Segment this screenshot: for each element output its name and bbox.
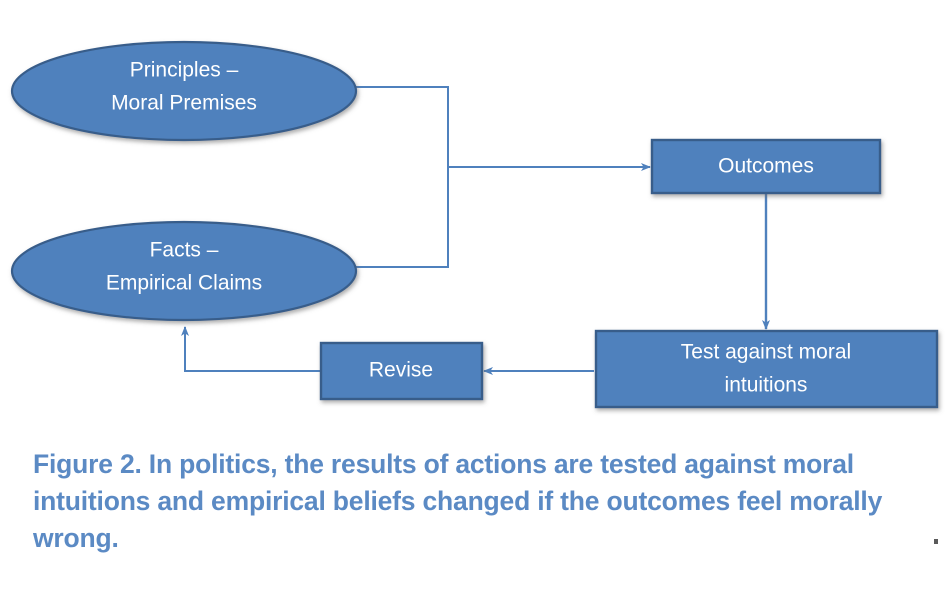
flow-diagram: Principles – Moral Premises Facts – Empi… <box>10 40 939 409</box>
node-facts[interactable]: Facts – Empirical Claims <box>10 220 358 322</box>
test-label-line2: intuitions <box>725 374 808 397</box>
revise-label: Revise <box>369 359 433 382</box>
test-rect[interactable] <box>594 329 939 409</box>
connector-revise-to-facts <box>181 326 321 372</box>
node-principles[interactable]: Principles – Moral Premises <box>10 40 358 142</box>
connector-principles-to-junction <box>356 86 449 247</box>
test-label-line1: Test against moral <box>681 341 851 364</box>
facts-ellipse[interactable] <box>10 220 358 322</box>
page-artifact-mark <box>934 539 938 544</box>
node-outcomes[interactable]: Outcomes <box>650 138 882 195</box>
connector-facts-to-junction <box>356 167 449 268</box>
connector-group <box>181 86 770 375</box>
figure-caption: Figure 2. In politics, the results of ac… <box>33 449 883 553</box>
node-revise[interactable]: Revise <box>319 341 484 401</box>
principles-label-line2: Moral Premises <box>111 92 257 115</box>
node-test[interactable]: Test against moral intuitions <box>594 329 939 409</box>
outcomes-rect[interactable] <box>650 138 882 195</box>
principles-label-line1: Principles – <box>130 59 239 82</box>
revise-rect[interactable] <box>319 341 484 401</box>
principles-ellipse[interactable] <box>10 40 358 142</box>
facts-label-line1: Facts – <box>150 239 219 262</box>
facts-label-line2: Empirical Claims <box>106 272 262 295</box>
outcomes-label: Outcomes <box>718 155 814 178</box>
